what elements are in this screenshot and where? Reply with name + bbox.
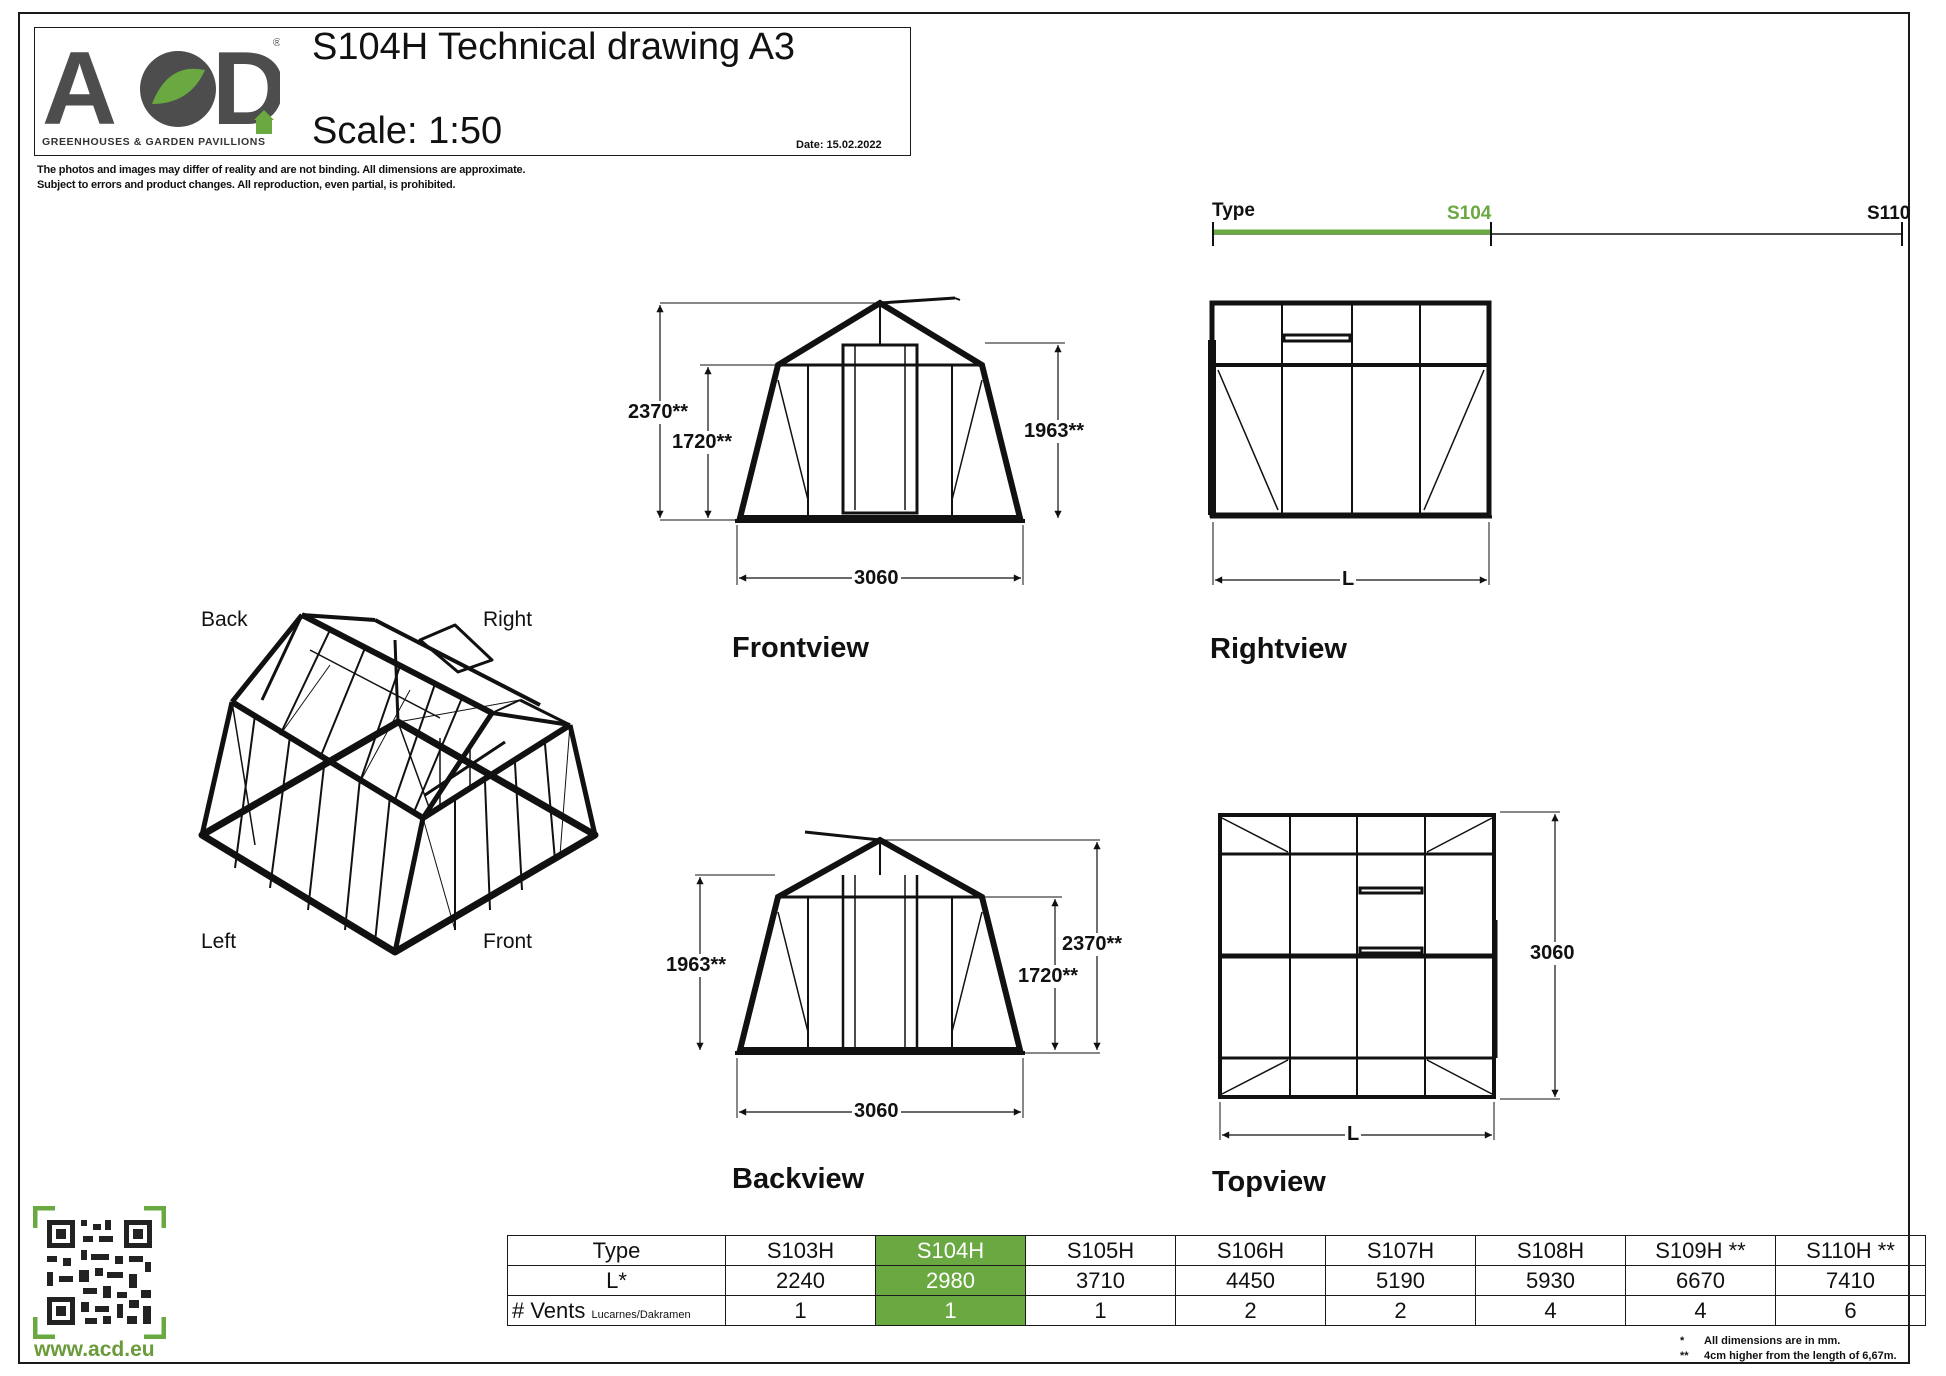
back-dim-total-height: 2370**	[1060, 933, 1125, 956]
iso-label-back: Back	[201, 608, 248, 631]
top-view-title: Topview	[1212, 1166, 1326, 1198]
length-cell: 2240	[725, 1265, 876, 1296]
vents-cell: 1	[1025, 1295, 1176, 1326]
spec-row-vents: # Vents Lucarnes/Dakramen 1 1 1 2 2 4 4 …	[507, 1295, 1926, 1326]
length-cell: 4450	[1175, 1265, 1326, 1296]
vents-cell: 6	[1775, 1295, 1926, 1326]
type-cell: S105H	[1025, 1235, 1176, 1266]
type-cell: S108H	[1475, 1235, 1626, 1266]
logo-tagline: GREENHOUSES & GARDEN PAVILLIONS	[42, 136, 266, 148]
length-cell: 5930	[1475, 1265, 1626, 1296]
front-view-title: Frontview	[732, 632, 869, 664]
iso-label-left: Left	[201, 930, 237, 953]
length-cell: 6670	[1625, 1265, 1776, 1296]
right-dim-length: L	[1340, 568, 1357, 591]
vents-cell: 1	[725, 1295, 876, 1326]
iso-label-front: Front	[483, 930, 533, 953]
drawing-frame	[18, 12, 1910, 1364]
website-link[interactable]: www.acd.eu	[34, 1338, 155, 1361]
footnote-1: All dimensions are in mm.	[1704, 1335, 1841, 1347]
type-cell: S107H	[1325, 1235, 1476, 1266]
top-dim-length: L	[1345, 1123, 1362, 1146]
front-dim-eave-height: 1720**	[670, 431, 735, 454]
length-cell: 3710	[1025, 1265, 1176, 1296]
spec-table: Type S103H S104H S105H S106H S107H S108H…	[507, 1235, 1926, 1326]
length-cell: 7410	[1775, 1265, 1926, 1296]
back-view-title: Backview	[732, 1163, 865, 1195]
row-label-vents-sub: Lucarnes/Dakramen	[591, 1308, 691, 1321]
svg-text:®: ®	[273, 37, 280, 49]
disclaimer-line-2: Subject to errors and product changes. A…	[37, 179, 456, 191]
right-view-title: Rightview	[1210, 633, 1347, 665]
vents-cell: 2	[1325, 1295, 1476, 1326]
type-cell: S109H **	[1625, 1235, 1776, 1266]
type-cell-highlighted: S104H	[875, 1235, 1026, 1266]
drawing-date: Date: 15.02.2022	[796, 139, 882, 151]
spec-row-length: L* 2240 2980 3710 4450 5190 5930 6670 74…	[507, 1265, 1926, 1296]
vents-cell-highlighted: 1	[875, 1295, 1026, 1326]
spec-row-type: Type S103H S104H S105H S106H S107H S108H…	[507, 1235, 1926, 1266]
footnote-1-mark: *	[1680, 1335, 1685, 1347]
vents-cell: 4	[1475, 1295, 1626, 1326]
acd-logo: A D ®	[42, 32, 280, 147]
top-view-drawing	[1218, 811, 1560, 1140]
right-view-drawing	[1208, 300, 1492, 585]
length-cell: 5190	[1325, 1265, 1476, 1296]
back-dim-eave-height: 1720**	[1016, 965, 1081, 988]
type-cell: S110H **	[1775, 1235, 1926, 1266]
footnote-2: 4cm higher from the length of 6,67m.	[1704, 1350, 1897, 1362]
drawing-title: S104H Technical drawing A3	[312, 26, 796, 68]
length-cell-highlighted: 2980	[875, 1265, 1026, 1296]
title-block	[34, 27, 911, 156]
disclaimer: The photos and images may differ of real…	[37, 163, 526, 193]
back-dim-left-height: 1963**	[664, 954, 729, 977]
type-bar	[1212, 222, 1903, 246]
drawing-scale: Scale: 1:50	[312, 110, 503, 152]
top-dim-width: 3060	[1528, 942, 1577, 965]
row-label-vents-text: # Vents	[512, 1297, 586, 1323]
row-label-vents: # Vents Lucarnes/Dakramen	[507, 1295, 726, 1326]
type-bar-current: S104	[1447, 203, 1492, 224]
footnote-2-mark: **	[1680, 1350, 1689, 1362]
row-label-type: Type	[507, 1235, 726, 1266]
type-bar-label: Type	[1212, 200, 1255, 221]
vents-cell: 2	[1175, 1295, 1326, 1326]
front-dim-width: 3060	[852, 567, 901, 590]
iso-label-right: Right	[483, 608, 533, 631]
disclaimer-line-1: The photos and images may differ of real…	[37, 164, 526, 176]
svg-text:A: A	[42, 32, 115, 147]
back-view-drawing	[695, 830, 1101, 1118]
isometric-view-drawing	[198, 612, 599, 956]
vents-cell: 4	[1625, 1295, 1776, 1326]
qr-code[interactable]	[33, 1206, 166, 1339]
row-label-length: L*	[507, 1265, 726, 1296]
front-dim-total-height: 2370**	[626, 401, 691, 424]
front-view-drawing	[656, 296, 1065, 585]
type-bar-max: S110	[1867, 203, 1911, 224]
front-dim-right-height: 1963**	[1022, 420, 1087, 443]
type-cell: S106H	[1175, 1235, 1326, 1266]
type-cell: S103H	[725, 1235, 876, 1266]
footnotes: * All dimensions are in mm. ** 4cm higher …	[1680, 1334, 1897, 1364]
back-dim-width: 3060	[852, 1100, 901, 1123]
